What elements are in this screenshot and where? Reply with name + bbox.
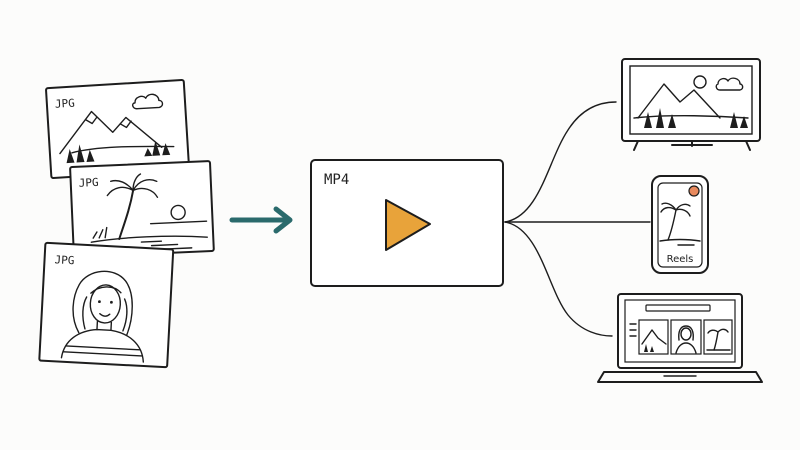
mp4-video-box: MP4 <box>310 159 504 287</box>
photo-card-beach: JPG <box>69 160 215 258</box>
laptop-icon <box>597 293 763 383</box>
reels-label: Reels <box>667 254 694 265</box>
mp4-label: MP4 <box>324 172 349 188</box>
woman-portrait-icon <box>60 270 145 363</box>
laptop-thumbnail-portrait <box>670 319 702 355</box>
laptop-search-bar <box>645 304 711 312</box>
photo-card-portrait: JPG <box>38 241 175 369</box>
arrow-right-icon <box>229 206 293 234</box>
laptop-thumbnail-mountains <box>638 319 669 355</box>
play-icon <box>385 199 431 251</box>
photo-card-1-label: JPG <box>55 97 76 111</box>
smartphone-icon: Reels <box>651 175 709 274</box>
notification-dot <box>688 185 700 197</box>
laptop-thumbnail-palm <box>703 319 733 355</box>
palm-tree-icon <box>659 202 701 246</box>
palm-tree-icon <box>90 173 208 250</box>
photo-card-mountains: JPG <box>45 78 191 179</box>
mountain-icon <box>59 93 175 164</box>
photo-card-2-label: JPG <box>78 176 98 190</box>
tv-icon <box>621 58 761 151</box>
photo-card-3-label: JPG <box>54 253 75 267</box>
output-connectors <box>504 101 651 337</box>
